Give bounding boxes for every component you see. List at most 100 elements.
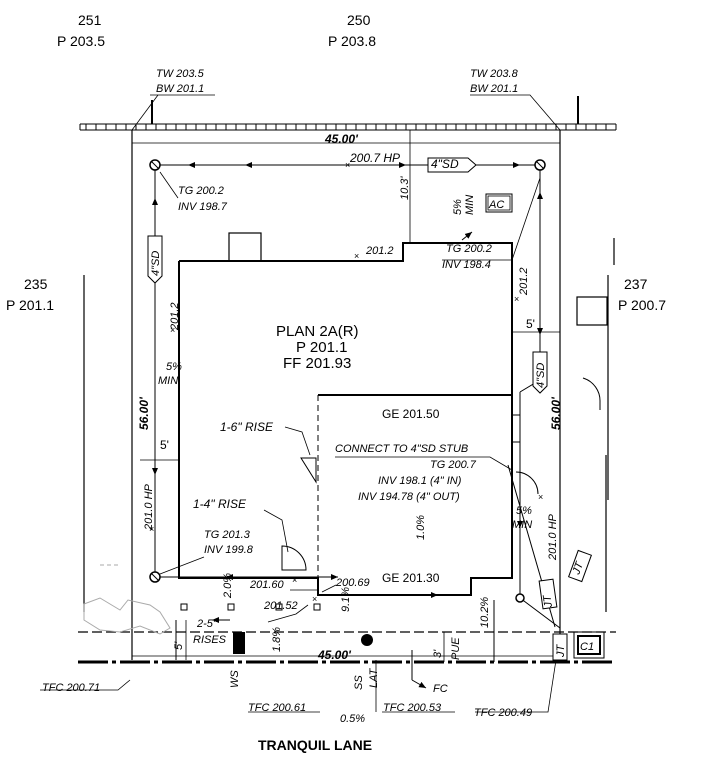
- lot-237-pad: P 200.7: [618, 297, 666, 313]
- sd-tag-top: [427, 157, 477, 173]
- rear-wall: [79, 96, 617, 131]
- house-ff: FF 201.93: [283, 355, 351, 372]
- garage-ge-top: GE 201.50: [382, 407, 440, 421]
- svg-text:×: ×: [292, 575, 297, 585]
- dim-front-width: 45.00': [317, 648, 352, 662]
- hp-right: 201.0 HP: [547, 513, 559, 561]
- sd-tag-right: [532, 351, 548, 394]
- lot-boundary: [83, 130, 615, 660]
- svg-text:×: ×: [345, 160, 350, 170]
- lot-237-number: 237: [624, 276, 648, 292]
- dim-left-depth: 56.00': [137, 396, 151, 430]
- note-connect: CONNECT TO 4"SD STUB: [335, 443, 468, 455]
- elev-201-60: 201.60: [249, 579, 285, 591]
- fc-label: FC: [433, 683, 448, 695]
- lat-label: LAT: [368, 667, 380, 688]
- tfc-c: TFC 200.53: [383, 702, 442, 714]
- sd-tag-left: [147, 235, 163, 284]
- drain-ll-tg: TG 201.3: [204, 529, 251, 541]
- note-connect-inv-in: INV 198.1 (4" IN): [378, 475, 462, 487]
- pue-label: PUE: [450, 637, 462, 660]
- tfc-d: TFC 200.49: [474, 707, 532, 719]
- note-connect-inv-out: INV 194.78 (4" OUT): [358, 491, 460, 503]
- lot-251-pad: P 203.5: [57, 33, 105, 49]
- slope-right-min: MIN: [512, 519, 532, 531]
- small-posts: [180, 603, 321, 611]
- dim-left-side: 5': [160, 438, 169, 452]
- slope-bottom-right: 1.0%: [415, 515, 427, 540]
- svg-text:×: ×: [354, 251, 359, 261]
- svg-text:×: ×: [312, 594, 317, 604]
- doors: [281, 377, 601, 571]
- house-plan: PLAN 2A(R): [276, 323, 359, 340]
- c1-outer: [573, 631, 605, 659]
- c1-label: C1: [580, 641, 594, 653]
- pipe-sd-right: 4"SD: [535, 363, 547, 388]
- ss-label: SS: [353, 675, 365, 690]
- wall-left-tw: TW 203.5: [156, 68, 205, 80]
- catch-basin-ll: [149, 571, 161, 583]
- elev-200-69: 200.69: [335, 577, 370, 589]
- lot-235-number: 235: [24, 276, 48, 292]
- jt-label-a: JT: [541, 593, 555, 609]
- dim-9-1: 9.1%: [340, 587, 352, 612]
- spot-marks: × × × × × × × ×: [149, 160, 543, 604]
- lot-235-pad: P 201.1: [6, 297, 54, 313]
- tfc-a: TFC 200.71: [42, 682, 100, 694]
- catch-basin-ul: [149, 159, 161, 171]
- elev-201-2-right: 201.2: [518, 267, 530, 296]
- dim-rear-width: 45.00': [324, 132, 359, 146]
- dim-pue-depth: 3': [432, 649, 444, 658]
- drain-ur-tg: TG 200.2: [446, 243, 492, 255]
- landscape-outline: [83, 564, 171, 635]
- dim-right-side: 5': [526, 317, 535, 331]
- pipe-sd-top: 4"SD: [431, 157, 459, 171]
- wall-right-bw: BW 201.1: [470, 83, 518, 95]
- drain-ul-tg: TG 200.2: [178, 185, 224, 197]
- dim-2-0: 2.0%: [222, 573, 234, 599]
- svg-text:×: ×: [514, 294, 519, 304]
- note-rise-1-4: 1-4" RISE: [193, 497, 247, 511]
- drain-ur-inv: INV 198.4: [442, 259, 491, 271]
- dimension-lines: [132, 130, 560, 662]
- jt-tag-c: [552, 633, 568, 661]
- dim-1-8: 1.8%: [271, 627, 283, 652]
- dim-10-2: 10.2%: [479, 597, 491, 628]
- drain-ll-inv: INV 199.8: [204, 544, 254, 556]
- water-meter: [233, 632, 245, 654]
- jt-label-b: JT: [570, 559, 586, 577]
- street-name: TRANQUIL LANE: [258, 737, 372, 753]
- street-lines: [78, 600, 616, 680]
- slope-top-min: MIN: [464, 195, 476, 215]
- drain-ul-inv: INV 198.7: [178, 201, 228, 213]
- house-pad: P 201.1: [296, 339, 347, 356]
- ac-unit: [485, 193, 513, 213]
- dim-right-depth: 56.00': [549, 396, 563, 430]
- garage-outline: [317, 394, 512, 578]
- note-connect-tg: TG 200.7: [430, 459, 477, 471]
- jt-label-c: JT: [555, 644, 567, 659]
- wall-right-tw: TW 203.8: [470, 68, 519, 80]
- jt-tag-a: [538, 578, 558, 610]
- slope-left-pct: 5%: [166, 361, 182, 373]
- dim-front-left: 5': [173, 641, 185, 650]
- sewer-cleanout: [361, 634, 373, 646]
- elev-201-2-left: 201.2: [169, 302, 181, 331]
- slope-left-min: MIN: [158, 375, 178, 387]
- pipe-sd-left: 4"SD: [150, 251, 162, 276]
- drain-lines: [154, 164, 561, 629]
- elev-201-2-top: 201.2: [365, 245, 394, 257]
- hp-rear: 200.7 HP: [349, 151, 400, 165]
- note-rises: RISES: [193, 634, 227, 646]
- tfc-b: TFC 200.61: [248, 702, 306, 714]
- elev-201-52: 201.52: [263, 600, 298, 612]
- c1-box: [577, 635, 601, 655]
- lot-250-number: 250: [347, 12, 371, 28]
- catch-basin-lr: [515, 593, 525, 603]
- jt-tag-b: [567, 549, 593, 583]
- svg-text:×: ×: [170, 325, 175, 335]
- slope-top-pct: 5%: [452, 199, 464, 215]
- dim-rear-setback: 10.3': [399, 176, 411, 200]
- lot-250-pad: P 203.8: [328, 33, 376, 49]
